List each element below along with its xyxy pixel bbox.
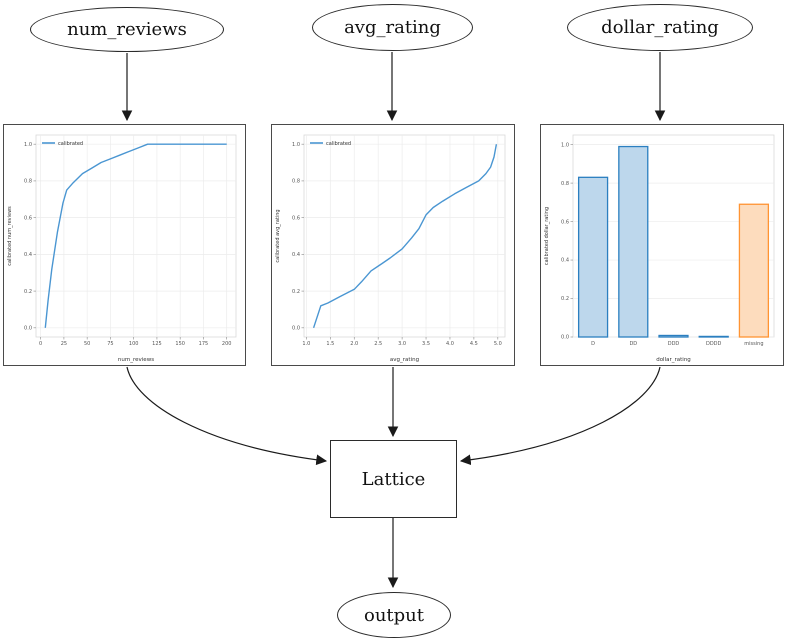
y-tick-label: 0.6 bbox=[292, 215, 300, 221]
chart-avg-rating-calibration: 0.0 0.2 0.4 0.6 0.8 1.0 1.0 1.5 2.0 2.5 3.0 3.5 4.0 4… bbox=[271, 124, 515, 366]
x-tick-label: 2.0 bbox=[350, 341, 358, 347]
y-tick-label: 0.2 bbox=[24, 289, 32, 295]
x-tick-label: 100 bbox=[129, 341, 139, 347]
y-axis-label: calibrated num_reviews bbox=[7, 206, 13, 266]
node-lattice-label: Lattice bbox=[361, 468, 426, 490]
y-tick-label: 0.4 bbox=[24, 252, 32, 258]
chart-num-reviews-calibration: 0.0 0.2 0.4 0.6 0.8 1.0 0 25 50 75 100 125 150 175 200… bbox=[3, 124, 246, 366]
calibration-curve bbox=[44, 143, 227, 328]
y-tick-label: 0.8 bbox=[561, 181, 569, 187]
x-tick-label: 125 bbox=[152, 341, 162, 347]
x-tick-label: 4.0 bbox=[446, 341, 454, 347]
calibration-curve bbox=[312, 144, 498, 329]
y-tick-label: 0.4 bbox=[292, 252, 300, 258]
x-tick-label: DD bbox=[629, 341, 637, 347]
y-tick-label: 0.2 bbox=[561, 296, 569, 302]
x-axis-label: dollar_rating bbox=[656, 357, 691, 363]
y-tick-label: 0.0 bbox=[561, 335, 569, 341]
bar-D bbox=[577, 176, 609, 338]
x-tick-label: 5.0 bbox=[494, 341, 502, 347]
x-tick-label: 0 bbox=[39, 341, 42, 347]
edge-num-reviews-calibrator-to-lattice bbox=[126, 366, 328, 466]
y-axis-label: calibrated avg_rating bbox=[275, 209, 281, 262]
x-axis-label: num_reviews bbox=[118, 357, 154, 363]
node-avg-rating-label: avg_rating bbox=[344, 17, 441, 38]
y-tick-label: 0.4 bbox=[561, 258, 569, 264]
x-tick-label: 1.0 bbox=[302, 341, 310, 347]
node-avg-rating: avg_rating bbox=[312, 4, 473, 51]
x-tick-label: 175 bbox=[199, 341, 209, 347]
x-tick-label: 50 bbox=[84, 341, 90, 347]
x-tick-label: D bbox=[591, 341, 595, 347]
bar-DD bbox=[618, 145, 649, 338]
bar-DDDD bbox=[698, 335, 729, 338]
node-output-label: output bbox=[363, 604, 424, 626]
x-tick-label: 75 bbox=[107, 341, 113, 347]
edge-dollar-rating-calibrator-to-lattice bbox=[459, 366, 661, 466]
x-tick-label: 1.5 bbox=[326, 341, 334, 347]
y-tick-label: 0.0 bbox=[24, 326, 32, 332]
node-num-reviews-label: num_reviews bbox=[67, 19, 187, 40]
legend-label: calibrated bbox=[58, 141, 83, 147]
y-tick-label: 0.8 bbox=[292, 179, 300, 185]
y-tick-label: 1.0 bbox=[561, 142, 569, 148]
x-tick-label: 4.5 bbox=[470, 341, 478, 347]
node-output: output bbox=[337, 592, 451, 638]
x-tick-label: 3.5 bbox=[422, 341, 430, 347]
y-tick-label: 0.0 bbox=[292, 326, 300, 332]
x-tick-label: DDDD bbox=[706, 341, 722, 347]
y-tick-label: 0.6 bbox=[561, 219, 569, 225]
x-tick-label: missing bbox=[744, 341, 763, 347]
bar-DDD bbox=[658, 334, 689, 338]
x-axis-label: avg_rating bbox=[390, 357, 419, 363]
plot-area bbox=[303, 134, 506, 338]
y-tick-label: 1.0 bbox=[292, 142, 300, 148]
chart-avg-rating-svg: 0.0 0.2 0.4 0.6 0.8 1.0 1.0 1.5 2.0 2.5 3.0 3.5 4.0 4… bbox=[275, 134, 506, 363]
plot-area bbox=[35, 134, 237, 338]
x-tick-label: 200 bbox=[222, 341, 232, 347]
x-tick-label: 2.5 bbox=[374, 341, 382, 347]
x-tick-label: 150 bbox=[175, 341, 185, 347]
chart-num-reviews-svg: 0.0 0.2 0.4 0.6 0.8 1.0 0 25 50 75 100 125 150 175 200… bbox=[7, 134, 237, 363]
y-tick-label: 1.0 bbox=[24, 142, 32, 148]
x-tick-label: 3.0 bbox=[398, 341, 406, 347]
node-lattice: Lattice bbox=[330, 440, 457, 518]
y-axis-label: calibrated dollar_rating bbox=[544, 207, 550, 265]
y-tick-label: 0.2 bbox=[292, 289, 300, 295]
node-num-reviews: num_reviews bbox=[30, 7, 224, 52]
node-dollar-rating: dollar_rating bbox=[567, 4, 753, 51]
x-tick-label: 25 bbox=[61, 341, 67, 347]
bar-missing bbox=[738, 203, 770, 338]
y-tick-label: 0.6 bbox=[24, 215, 32, 221]
x-tick-label: DDD bbox=[668, 341, 680, 347]
legend-label: calibrated bbox=[326, 141, 351, 147]
y-tick-label: 0.8 bbox=[24, 179, 32, 185]
node-dollar-rating-label: dollar_rating bbox=[601, 17, 719, 38]
